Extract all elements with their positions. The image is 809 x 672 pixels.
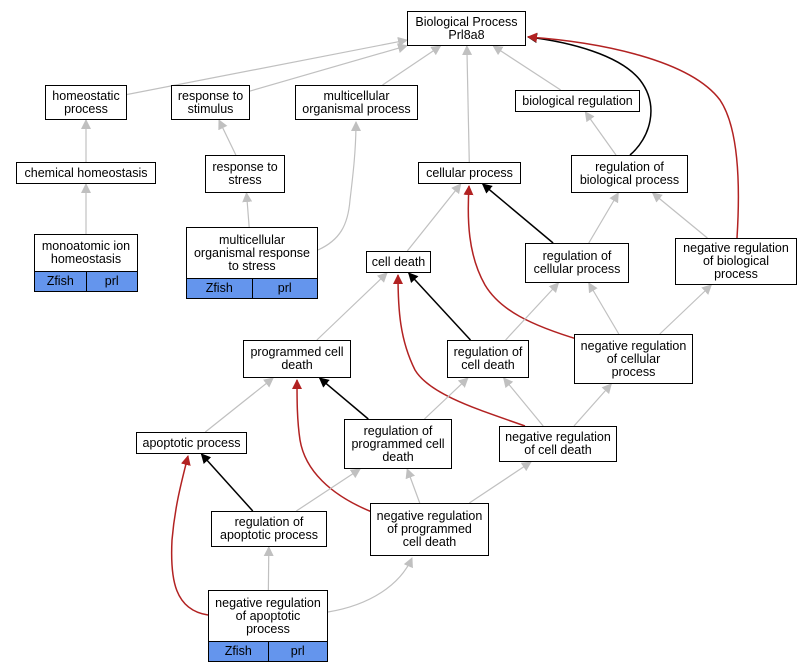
node-label: regulation of programmed cell death — [351, 423, 445, 464]
node-multi[interactable]: multicellular organismal process — [295, 85, 418, 120]
node-negbio[interactable]: negative regulation of biological proces… — [675, 238, 797, 285]
node-regcell[interactable]: regulation of cellular process — [525, 243, 629, 283]
edge-regcell-to-regbio — [588, 192, 619, 244]
node-negcell[interactable]: negative regulation of cellular process — [574, 334, 693, 384]
node-label: apoptotic process — [142, 435, 241, 450]
edge-bioreg-to-bp — [492, 45, 561, 91]
node-resp_stress[interactable]: response to stress — [205, 155, 285, 193]
node-label: response to stress — [212, 160, 278, 187]
node-label: negative regulation of programmed cell d… — [376, 509, 483, 549]
node-label: Biological Process Prl8a8 — [415, 14, 518, 42]
edge-negapop-to-apop — [170, 455, 209, 616]
edge-regbio-to-bp — [527, 33, 652, 156]
node-multi_stress[interactable]: multicellular organismal response to str… — [186, 227, 318, 299]
node-bioreg[interactable]: biological regulation — [515, 90, 640, 112]
node-label: biological regulation — [522, 93, 633, 108]
edge-resp_stim-to-bp — [249, 43, 408, 92]
edge-regbio-to-bioreg — [584, 111, 617, 156]
annotation-tag-zfish[interactable]: Zfish — [209, 642, 268, 661]
node-label: programmed cell death — [250, 345, 344, 372]
node-label: regulation of cell death — [453, 345, 523, 372]
node-regbio[interactable]: regulation of biological process — [571, 155, 688, 193]
node-cellproc[interactable]: cellular process — [418, 162, 521, 184]
edge-regapop-to-regpcd — [295, 468, 361, 512]
annotation-tag-prl[interactable]: prl — [251, 279, 317, 298]
node-celldeath[interactable]: cell death — [366, 251, 431, 273]
edge-celldeath-to-cellproc — [406, 183, 462, 252]
node-label: response to stimulus — [177, 88, 244, 116]
node-label: negative regulation of biological proces… — [683, 241, 789, 281]
node-negapop[interactable]: negative regulation of apoptotic process… — [208, 590, 328, 662]
node-label: regulation of biological process — [579, 160, 680, 187]
edge-pcd-to-celldeath — [316, 272, 388, 341]
edge-negcd-to-regcd — [503, 377, 544, 427]
node-regcd[interactable]: regulation of cell death — [447, 340, 529, 378]
edge-negcd-to-negcell — [573, 383, 612, 427]
annotation-tag-prl[interactable]: prl — [85, 272, 137, 291]
annotation-tag-zfish[interactable]: Zfish — [35, 272, 86, 291]
edge-negapop-to-negpcd — [327, 557, 413, 613]
edge-negpcd-to-negcd — [468, 461, 532, 504]
annotation-tag-zfish[interactable]: Zfish — [187, 279, 252, 298]
node-negcd[interactable]: negative regulation of cell death — [499, 426, 617, 462]
edge-negcell-to-regcell — [588, 282, 620, 335]
node-label: monoatomic ion homeostasis — [41, 239, 131, 266]
edge-negcell-to-cellproc — [463, 185, 581, 341]
edge-apop-to-pcd — [204, 377, 274, 433]
node-label: cellular process — [426, 165, 513, 180]
node-label: negative regulation of cellular process — [580, 338, 687, 379]
edge-regcell-to-cellproc — [481, 183, 554, 244]
annotation-tag-prl[interactable]: prl — [267, 642, 327, 661]
edge-regcd-to-celldeath — [407, 272, 472, 341]
node-label: homeostatic process — [52, 88, 120, 116]
edge-negpcd-to-pcd — [292, 379, 373, 513]
node-label: negative regulation of apoptotic process — [215, 595, 321, 636]
node-label: regulation of cellular process — [533, 249, 621, 276]
node-label: chemical homeostasis — [24, 165, 148, 180]
edge-negpcd-to-regpcd — [405, 468, 421, 504]
edge-multi-to-bp — [382, 45, 442, 86]
node-label: multicellular organismal response to str… — [193, 232, 311, 273]
edge-regpcd-to-regcd — [424, 377, 469, 420]
node-chem[interactable]: chemical homeostasis — [16, 162, 156, 184]
node-label: negative regulation of cell death — [505, 430, 611, 457]
edge-regcd-to-regcell — [505, 282, 560, 341]
node-pcd[interactable]: programmed cell death — [243, 340, 351, 378]
edge-negbio-to-regbio — [651, 192, 708, 239]
edge-multi_stress-to-multi — [317, 121, 361, 251]
node-negpcd[interactable]: negative regulation of programmed cell d… — [370, 503, 489, 556]
node-regapop[interactable]: regulation of apoptotic process — [211, 511, 327, 547]
edge-negcell-to-negbio — [659, 284, 713, 335]
edge-cellproc-to-bp — [462, 45, 473, 163]
edge-negcd-to-celldeath — [393, 274, 526, 427]
node-resp_stim[interactable]: response to stimulus — [171, 85, 250, 120]
node-homeo[interactable]: homeostatic process — [45, 85, 127, 120]
node-bp[interactable]: Biological Process Prl8a8 — [407, 11, 526, 46]
edge-negbio-to-bp — [527, 32, 740, 239]
node-label: multicellular organismal process — [302, 88, 411, 116]
edge-multi_stress-to-resp_stress — [242, 192, 253, 228]
node-label: regulation of apoptotic process — [220, 515, 318, 542]
node-regpcd[interactable]: regulation of programmed cell death — [344, 419, 452, 469]
node-apop[interactable]: apoptotic process — [136, 432, 247, 454]
node-label: cell death — [371, 254, 426, 269]
edge-regapop-to-apop — [200, 453, 254, 512]
edge-regpcd-to-pcd — [318, 377, 369, 420]
edge-resp_stress-to-resp_stim — [218, 119, 237, 156]
